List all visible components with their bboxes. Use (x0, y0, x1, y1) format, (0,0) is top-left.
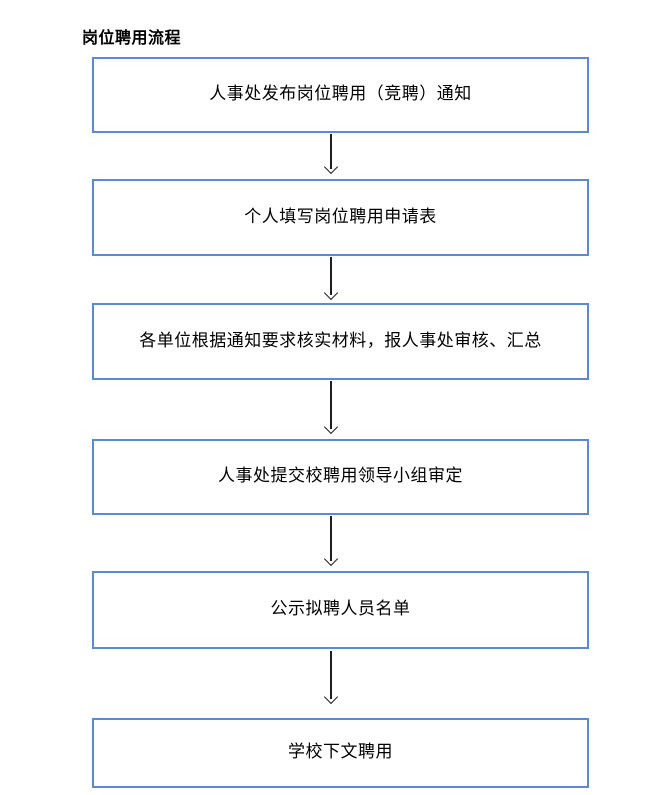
down-arrow-icon (324, 134, 338, 173)
down-arrow-icon (324, 651, 338, 703)
flow-step-5: 公示拟聘人员名单 (92, 571, 589, 649)
flow-step-4: 人事处提交校聘用领导小组审定 (92, 439, 589, 515)
flow-step-4-label: 人事处提交校聘用领导小组审定 (218, 466, 463, 487)
flow-step-3: 各单位根据通知要求核实材料，报人事处审核、汇总 (92, 303, 589, 380)
flow-step-2: 个人填写岗位聘用申请表 (92, 179, 589, 256)
flow-step-6-label: 学校下文聘用 (288, 742, 393, 763)
flow-step-5-label: 公示拟聘人员名单 (270, 599, 411, 620)
flow-step-1-label: 人事处发布岗位聘用（竞聘）通知 (209, 84, 472, 105)
flow-step-1: 人事处发布岗位聘用（竞聘）通知 (92, 57, 589, 133)
page-title: 岗位聘用流程 (82, 28, 182, 47)
down-arrow-icon (324, 381, 338, 433)
down-arrow-icon (324, 516, 338, 565)
down-arrow-icon (324, 257, 338, 299)
flow-step-6: 学校下文聘用 (92, 718, 589, 788)
flow-step-2-label: 个人填写岗位聘用申请表 (244, 206, 437, 227)
flow-step-3-label: 各单位根据通知要求核实材料，报人事处审核、汇总 (139, 330, 542, 351)
